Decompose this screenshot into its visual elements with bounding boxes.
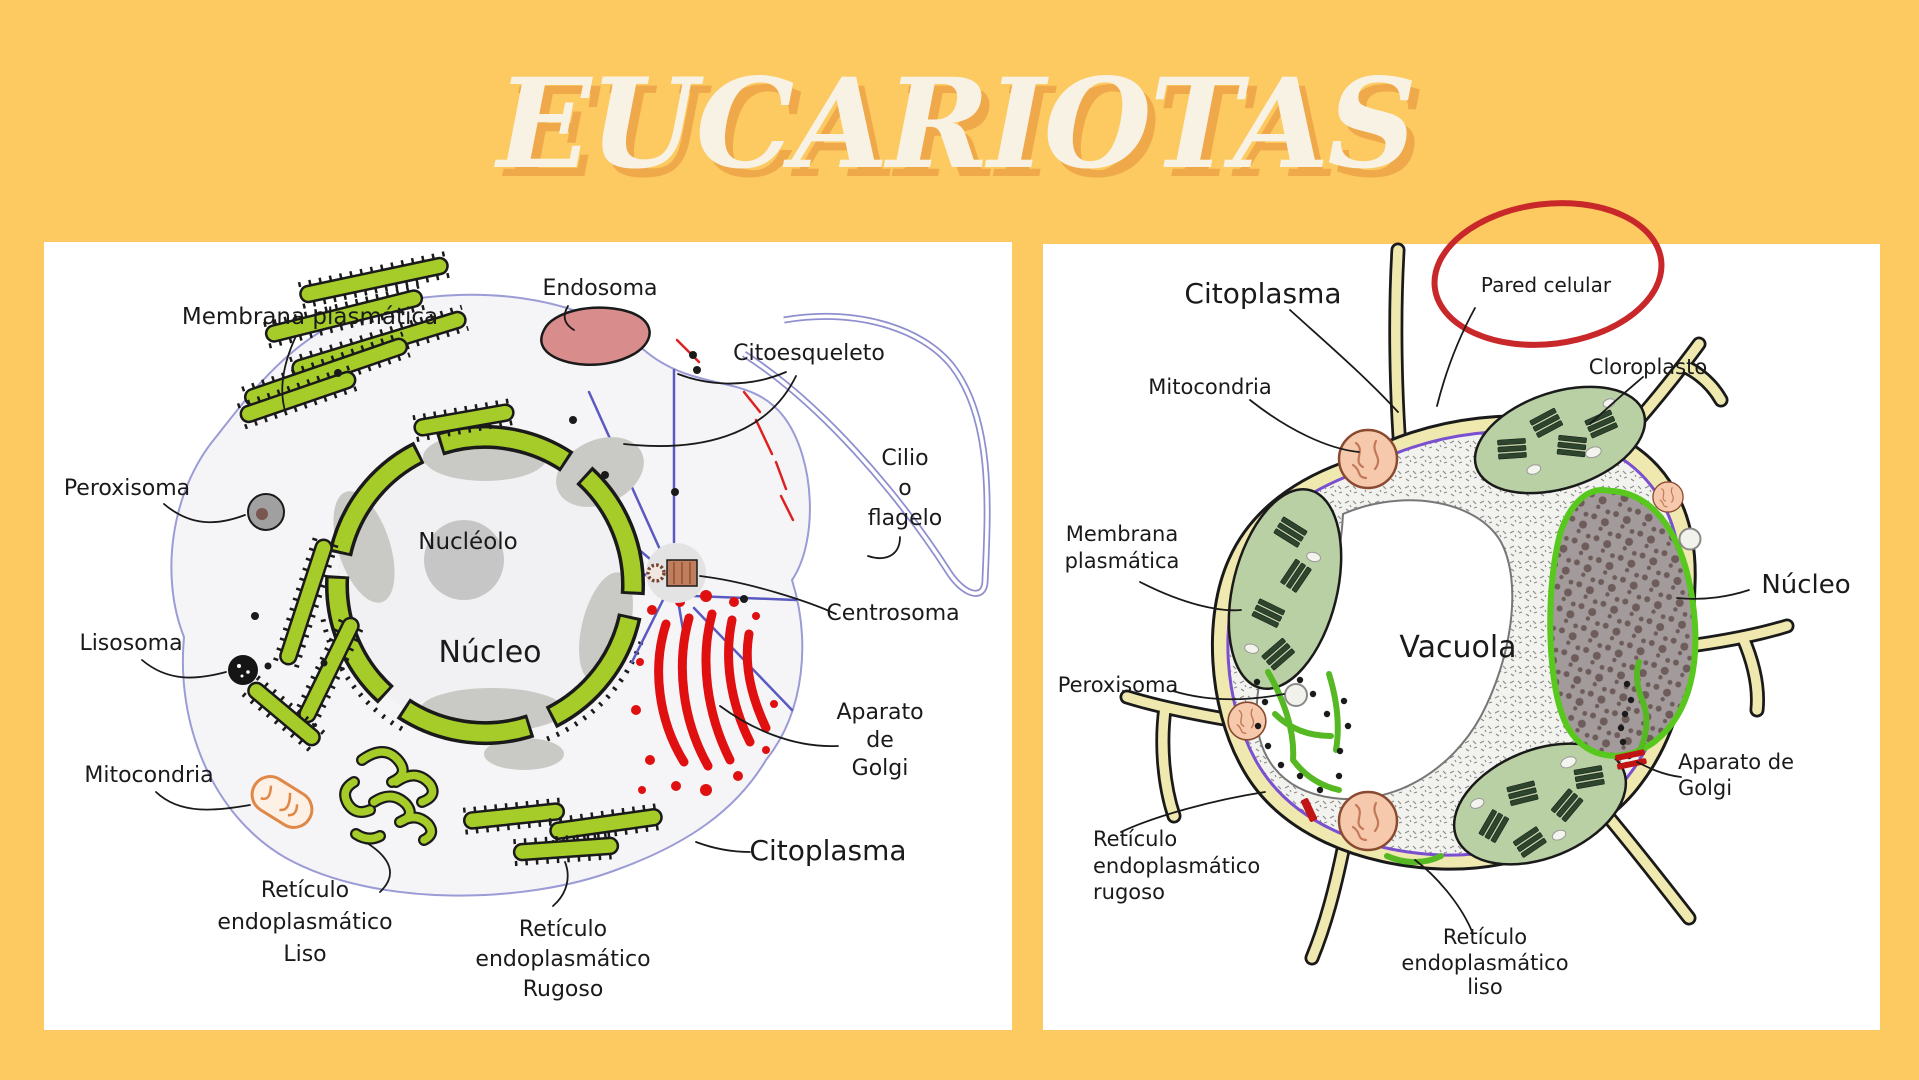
label-citoplasma: Citoplasma (749, 834, 906, 867)
label-rel-line2: endoplasmático (1401, 951, 1568, 975)
label-rel-line1: Retículo (261, 878, 349, 903)
label-golgi-line1: Aparato de (1678, 750, 1794, 774)
plant-cell-diagram: Citoplasma Pared celular Mitocondria Clo… (1058, 200, 1851, 999)
leader-membrana (281, 335, 297, 415)
centrosome (646, 543, 706, 603)
label-cilio-line2: o (898, 476, 911, 501)
label-rer-line3: rugoso (1093, 880, 1165, 904)
mitochondrion (250, 775, 314, 829)
label-lisosoma: Lisosoma (79, 631, 182, 656)
label-cilio-line1: Cilio (881, 446, 928, 471)
mitochondrion (1227, 701, 1267, 741)
leader-citoesqueleto-1 (677, 371, 787, 385)
chloroplast (1227, 487, 1343, 691)
label-vacuola: Vacuola (1399, 630, 1516, 665)
label-rer-line1: Retículo (1093, 827, 1177, 851)
leader-rer (1120, 791, 1266, 833)
chloroplast (1452, 742, 1628, 866)
animal-cell-diagram: Endosoma Membrana plasmática Citoesquele… (64, 251, 991, 1002)
label-golgi-line2: de (866, 728, 894, 753)
leader-golgi (1636, 761, 1682, 778)
mitochondrion (1337, 790, 1399, 852)
smooth-er (339, 746, 439, 846)
leader-lisosoma (141, 659, 227, 679)
leader-mitocondria (155, 791, 251, 811)
nucleolus (424, 520, 504, 600)
nucleus (1547, 487, 1699, 759)
page-title: EUCARIOTAS (497, 52, 1417, 197)
label-rer-line1: Retículo (519, 917, 607, 942)
label-golgi-line3: Golgi (852, 756, 909, 781)
label-golgi-line1: Aparato (836, 700, 923, 725)
leader-rer (552, 861, 569, 907)
label-rel-line1: Retículo (1443, 925, 1527, 949)
leader-peroxisoma (163, 503, 246, 524)
label-rel-line2: endoplasmático (217, 910, 392, 935)
flagellum (742, 313, 991, 597)
label-mitocondria: Mitocondria (1148, 375, 1271, 399)
label-nucleo: Núcleo (1761, 570, 1850, 600)
label-nucleo: Núcleo (438, 635, 541, 670)
peroxisome (247, 493, 285, 531)
lysosome (228, 655, 258, 685)
pared-celular-annotation-circle (1431, 200, 1665, 348)
label-golgi-line2: Golgi (1678, 776, 1732, 800)
label-citoesqueleto: Citoesqueleto (733, 341, 885, 366)
golgi-apparatus (631, 590, 778, 796)
nuclear-pore-dots (319, 613, 404, 732)
leader-rel (1414, 859, 1474, 935)
leader-peroxisoma (1172, 690, 1285, 701)
leader-centrosoma (699, 575, 837, 615)
label-rer-line3: Rugoso (523, 977, 604, 1002)
label-endosoma: Endosoma (542, 276, 657, 301)
leader-endosoma (563, 305, 575, 331)
label-cilio-line3: flagelo (868, 506, 942, 531)
animal-cell-panel: Endosoma Membrana plasmática Citoesquele… (44, 242, 1012, 1030)
label-membrana-line2: plasmática (1065, 549, 1180, 573)
rough-er (1253, 669, 1352, 822)
leader-citoesqueleto-2 (623, 375, 797, 447)
label-pared-celular: Pared celular (1481, 273, 1612, 297)
label-mitocondria: Mitocondria (84, 763, 213, 788)
label-peroxisoma: Peroxisoma (64, 476, 190, 501)
cell-wall-strands (1119, 242, 1795, 966)
actin-filaments (675, 338, 795, 522)
label-rel-line3: liso (1467, 975, 1502, 999)
golgi-apparatus (1615, 749, 1647, 770)
endosome (540, 306, 651, 366)
rough-er (1617, 659, 1650, 760)
label-rer-line2: endoplasmático (1093, 854, 1260, 878)
leader-mitocondria (1249, 399, 1360, 453)
label-membrana-line1: Membrana (1066, 522, 1179, 546)
leader-pared (1436, 307, 1476, 407)
label-centrosoma: Centrosoma (826, 601, 959, 626)
leader-cilio (867, 536, 901, 559)
leader-citoplasma (1289, 309, 1399, 413)
leader-golgi (719, 705, 839, 747)
label-rer-line2: endoplasmático (475, 947, 650, 972)
nucleus (325, 425, 645, 770)
label-rel-line3: Liso (283, 942, 326, 967)
leader-nucleo (1676, 589, 1750, 600)
label-membrana: Membrana plasmática (182, 304, 438, 330)
peroxisome (1678, 527, 1702, 551)
mitochondrion (1337, 428, 1399, 490)
mitochondrion (1652, 481, 1684, 513)
label-nucleolo: Nucléolo (418, 529, 518, 555)
peroxisome (1284, 683, 1308, 707)
label-cloroplasto: Cloroplasto (1589, 355, 1707, 379)
nuclear-pore-dots (541, 641, 644, 744)
smooth-er (1384, 853, 1444, 865)
leader-membrana (1139, 581, 1242, 612)
cytoplasm-dots (251, 351, 701, 670)
plant-cell-panel: Citoplasma Pared celular Mitocondria Clo… (1043, 200, 1880, 1030)
rough-er (236, 251, 664, 867)
leader-cloroplasto (1589, 376, 1644, 425)
label-citoplasma: Citoplasma (1184, 277, 1341, 310)
leader-rel (366, 842, 391, 893)
label-peroxisoma: Peroxisoma (1058, 673, 1179, 697)
leader-citoplasma (695, 841, 751, 853)
